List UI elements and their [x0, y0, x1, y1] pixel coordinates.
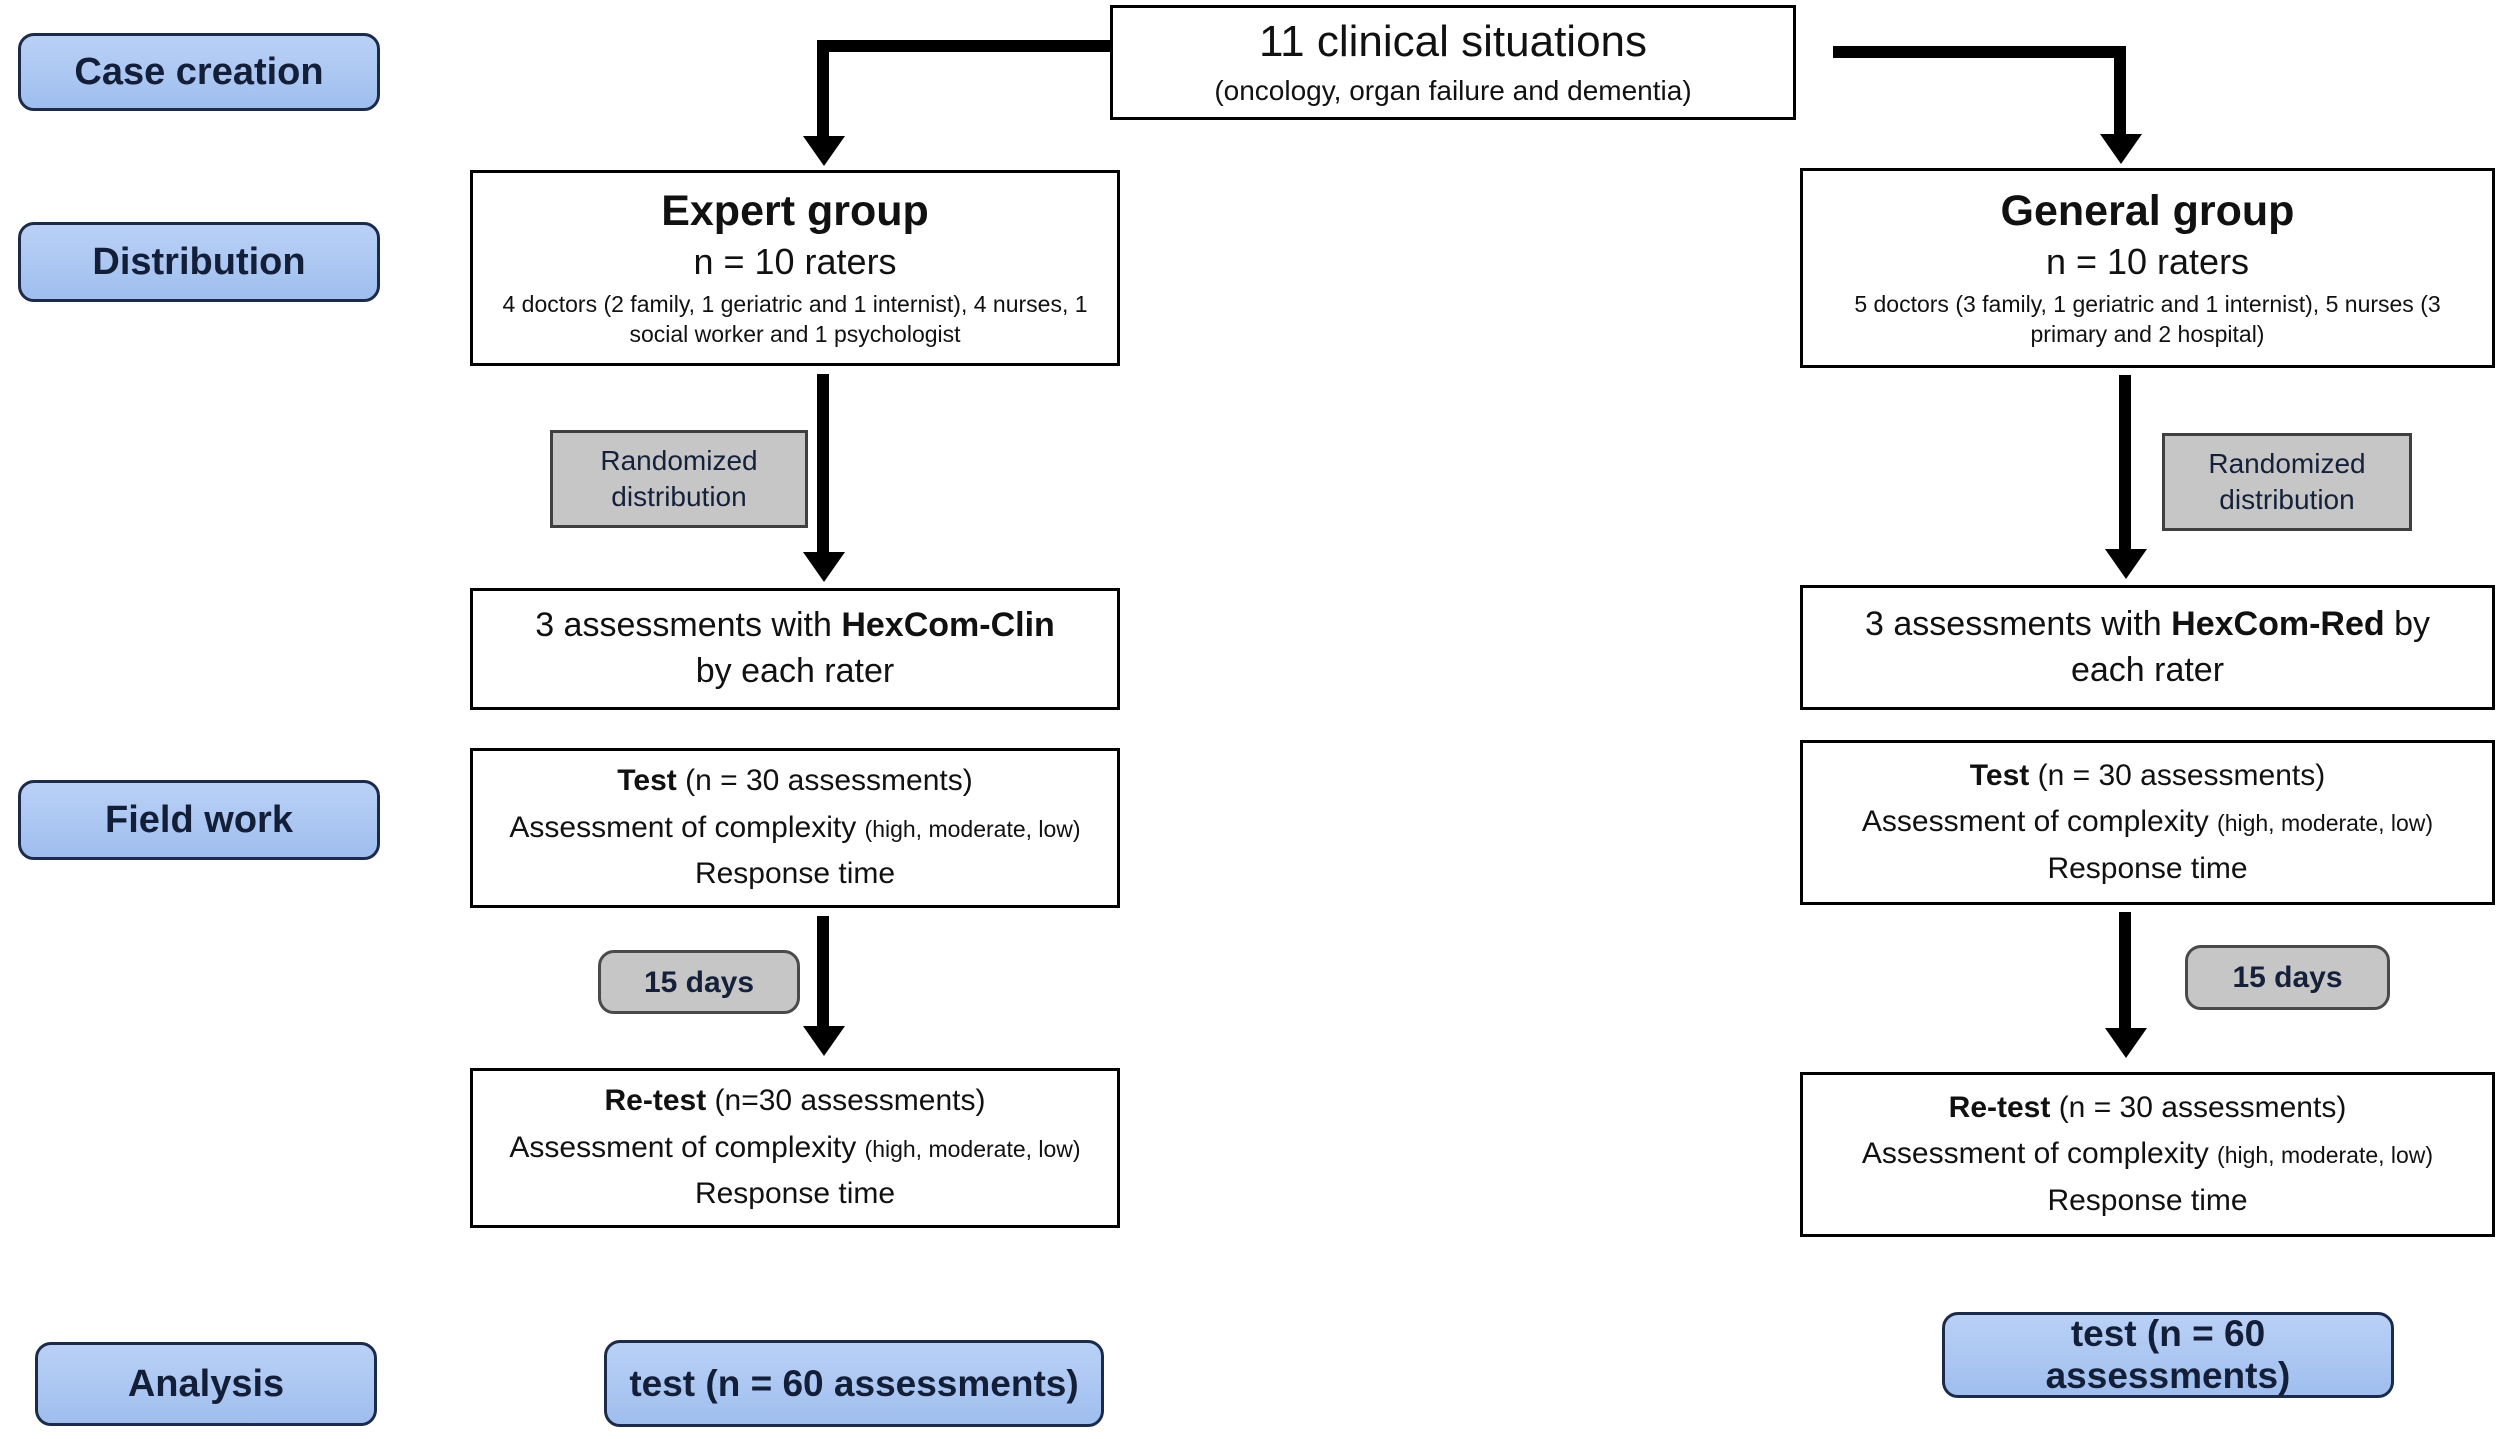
test-left-line1: Test (n = 30 assessments): [617, 758, 972, 805]
retest-right-line2-small: (high, moderate, low): [2217, 1142, 2434, 1169]
arrow-branch-right-vertical: [2114, 46, 2126, 136]
arrow-left-test-to-retest: [817, 916, 829, 1028]
analysis-result-left: test (n = 60 assessments): [604, 1340, 1104, 1427]
randomized-distribution-right: Randomized distribution: [2162, 433, 2412, 531]
arrowhead-right-test-to-retest: [2105, 1028, 2147, 1058]
arrowhead-left-group-to-assessments: [803, 552, 845, 582]
retest-left-line3: Response time: [694, 1177, 896, 1211]
test-left-bold: Test: [617, 764, 677, 798]
arrowhead-branch-right: [2100, 134, 2142, 164]
test-left-rest: (n = 30 assessments): [676, 764, 973, 798]
assessments-left-pre: 3 assessments with: [535, 606, 842, 645]
test-box-left: Test (n = 30 assessments) Assessment of …: [470, 748, 1120, 908]
retest-right-rest: (n = 30 assessments): [2050, 1090, 2347, 1124]
retest-box-right: Re-test (n = 30 assessments) Assessment …: [1800, 1072, 2495, 1237]
assessments-right-pre: 3 assessments with: [1865, 604, 2172, 643]
retest-left-line2: Assessment of complexity (high, moderate…: [509, 1125, 1080, 1172]
assessments-left-post: by each rater: [695, 652, 895, 690]
source-box: 11 clinical situations (oncology, organ …: [1110, 5, 1796, 120]
analysis-result-right: test (n = 60 assessments): [1942, 1312, 2394, 1398]
assessments-text-right: 3 assessments with HexCom-Red by each ra…: [1803, 602, 2492, 694]
arrow-right-group-to-assessments: [2119, 375, 2131, 551]
interval-badge-right: 15 days: [2185, 945, 2390, 1010]
general-group-detail: 5 doctors (3 family, 1 geriatric and 1 i…: [1854, 291, 2441, 348]
retest-right-line2-main: Assessment of complexity: [1861, 1137, 2218, 1171]
retest-right-bold: Re-test: [1948, 1090, 2051, 1124]
test-right-line2: Assessment of complexity (high, moderate…: [1862, 799, 2433, 846]
test-right-line2-main: Assessment of complexity: [1861, 805, 2218, 839]
expert-group-detail: 4 doctors (2 family, 1 geriatric and 1 i…: [502, 291, 1088, 348]
test-left-line3: Response time: [694, 857, 896, 891]
test-right-line3: Response time: [2047, 851, 2248, 885]
assessments-left-tool: HexCom-Clin: [841, 606, 1055, 645]
retest-left-line2-main: Assessment of complexity: [509, 1130, 865, 1164]
arrow-left-group-to-assessments: [817, 374, 829, 554]
arrow-branch-left-horizontal: [817, 40, 1112, 52]
assessments-right-post: by each rater: [2070, 604, 2430, 689]
test-right-bold: Test: [1969, 758, 2030, 792]
arrowhead-branch-left: [803, 136, 845, 166]
interval-badge-left: 15 days: [598, 950, 800, 1014]
expert-group-title: Expert group: [661, 186, 929, 235]
stage-label-distribution: Distribution: [18, 222, 380, 302]
general-group-title: General group: [2000, 186, 2295, 235]
assessments-box-right: 3 assessments with HexCom-Red by each ra…: [1800, 585, 2495, 710]
retest-right-line2: Assessment of complexity (high, moderate…: [1862, 1131, 2433, 1178]
source-subtitle: (oncology, organ failure and dementia): [1214, 74, 1692, 106]
test-box-right: Test (n = 30 assessments) Assessment of …: [1800, 740, 2495, 905]
source-title: 11 clinical situations: [1258, 16, 1648, 66]
arrow-branch-right-horizontal: [1833, 46, 2126, 58]
test-left-line2-main: Assessment of complexity: [509, 810, 865, 844]
arrow-branch-left-vertical: [817, 40, 829, 138]
test-right-rest: (n = 30 assessments): [2029, 758, 2326, 792]
retest-right-line1: Re-test (n = 30 assessments): [1949, 1085, 2347, 1132]
retest-box-left: Re-test (n=30 assessments) Assessment of…: [470, 1068, 1120, 1228]
retest-left-line2-small: (high, moderate, low): [864, 1135, 1081, 1162]
assessments-text-left: 3 assessments with HexCom-Clin by each r…: [473, 603, 1117, 695]
assessments-right-tool: HexCom-Red: [2171, 604, 2385, 643]
randomized-distribution-left: Randomized distribution: [550, 430, 808, 528]
test-left-line2: Assessment of complexity (high, moderate…: [509, 805, 1080, 852]
arrow-right-test-to-retest: [2119, 912, 2131, 1030]
assessments-box-left: 3 assessments with HexCom-Clin by each r…: [470, 588, 1120, 710]
general-group-box: General group n = 10 raters 5 doctors (3…: [1800, 168, 2495, 368]
retest-right-line3: Response time: [2047, 1183, 2248, 1217]
retest-left-rest: (n=30 assessments): [706, 1084, 986, 1118]
arrowhead-right-group-to-assessments: [2105, 549, 2147, 579]
stage-label-case-creation: Case creation: [18, 33, 380, 111]
arrowhead-left-test-to-retest: [803, 1026, 845, 1056]
retest-left-line1: Re-test (n=30 assessments): [605, 1078, 986, 1125]
test-right-line2-small: (high, moderate, low): [2217, 810, 2434, 837]
test-left-line2-small: (high, moderate, low): [864, 815, 1081, 842]
expert-group-box: Expert group n = 10 raters 4 doctors (2 …: [470, 170, 1120, 366]
general-group-n: n = 10 raters: [2045, 241, 2250, 283]
test-right-line1: Test (n = 30 assessments): [1970, 753, 2325, 800]
stage-label-field-work: Field work: [18, 780, 380, 860]
retest-left-bold: Re-test: [604, 1084, 707, 1118]
expert-group-n: n = 10 raters: [693, 241, 897, 283]
stage-label-analysis: Analysis: [35, 1342, 377, 1426]
